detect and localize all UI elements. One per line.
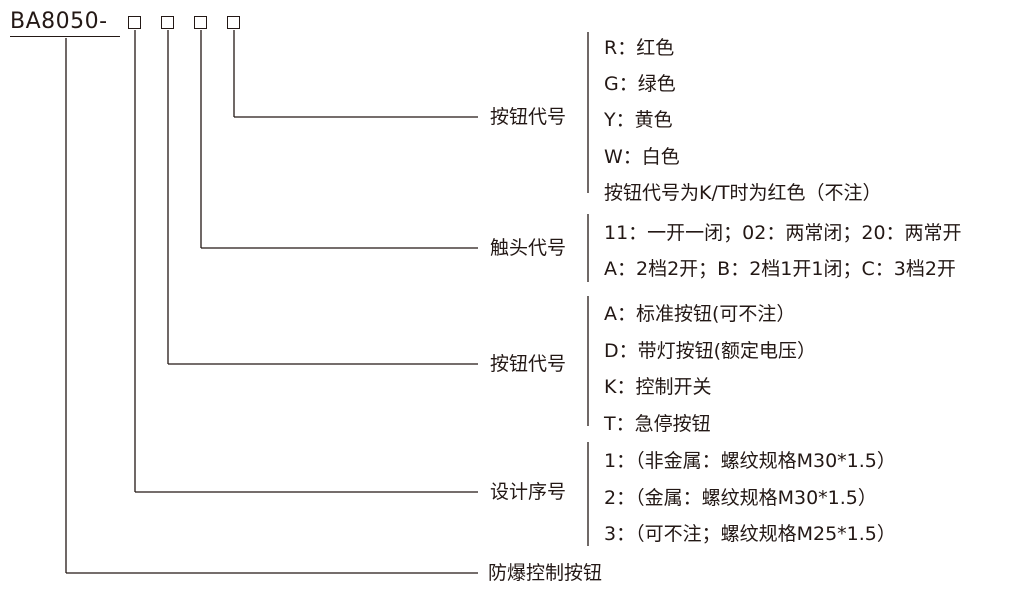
field-option: D：带灯按钮(额定电压） [604, 339, 817, 362]
field-label: 设计序号 [490, 481, 567, 503]
field-option: G：绿色 [604, 73, 676, 96]
field-option: A：标准按钮(可不注） [604, 303, 796, 325]
model-code-underline [10, 36, 120, 37]
field-label: 按钮代号 [490, 353, 567, 375]
field-option: W：白色 [604, 145, 680, 168]
field-label: 触头代号 [490, 237, 567, 259]
field-option: 1：（非金属：螺纹规格M30*1.5） [604, 450, 896, 472]
field-option: A：2档2开；B：2档1开1闭；C：3档2开 [604, 258, 956, 280]
placeholder-box [161, 16, 174, 29]
field-option: Y：黄色 [604, 109, 673, 132]
placeholder-box [227, 16, 240, 29]
field-option: R：红色 [604, 37, 675, 59]
field-label: 防爆控制按钮 [488, 562, 603, 584]
field-option: 2：（金属：螺纹规格M30*1.5） [604, 486, 877, 509]
placeholder-box [194, 16, 207, 29]
model-code: BA8050- [10, 9, 108, 34]
field-option: 11：一开一闭；02：两常闭；20：两常开 [604, 222, 962, 244]
field-label: 按钮代号 [490, 106, 567, 128]
field-option: K：控制开关 [604, 376, 712, 398]
field-option: 3：（可不注；螺纹规格M25*1.5） [604, 523, 896, 545]
placeholder-box [128, 16, 141, 29]
field-option: 按钮代号为K/T时为红色（不注） [604, 181, 882, 204]
field-option: T：急停按钮 [604, 412, 711, 435]
